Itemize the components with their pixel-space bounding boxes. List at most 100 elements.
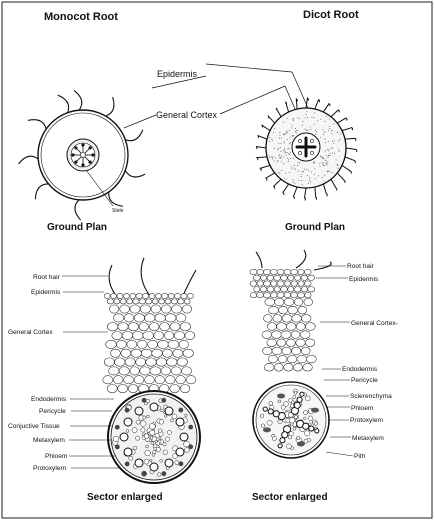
stipple-dot (284, 151, 286, 153)
conjunctive-cell (167, 430, 172, 435)
stipple-dot (277, 161, 279, 163)
root-hair (255, 251, 263, 269)
stipple-dot (337, 165, 339, 166)
stipple-dot (288, 148, 290, 150)
cortex-cell (127, 322, 139, 332)
root-hair (259, 164, 271, 172)
phloem-patch (188, 424, 194, 430)
stipple-dot (338, 140, 340, 142)
root-hair (105, 96, 115, 117)
cortex-cell (305, 338, 316, 347)
root-hair (284, 101, 290, 113)
stipple-dot (332, 147, 334, 149)
conjunctive-cell (159, 459, 163, 463)
pith-cell (303, 410, 308, 416)
epidermis-cell (148, 293, 156, 299)
stipple-dot (322, 163, 324, 165)
stipple-dot (313, 123, 315, 125)
cortex-cell (144, 375, 155, 385)
stipple-dot (286, 178, 288, 180)
stipple-dot (338, 149, 340, 151)
root-hair (305, 97, 309, 109)
conjunctive-cell (128, 455, 134, 461)
stipple-dot (307, 117, 309, 119)
cortex-cell (263, 363, 275, 372)
stipple-dot (323, 158, 325, 160)
stipple-dot (321, 161, 323, 163)
dicot-title: Dicot Root (303, 9, 359, 21)
metaxylem-vessel (123, 447, 133, 457)
stipple-dot (292, 117, 294, 119)
stipple-dot (304, 128, 306, 130)
xylem-vessel (277, 443, 283, 449)
xylem-vessel (314, 428, 320, 434)
stipple-dot (315, 178, 317, 179)
cortex-cell (120, 348, 132, 358)
phloem-patch (114, 444, 120, 450)
pith-cell (292, 427, 297, 431)
root-hair (330, 179, 338, 191)
conjunctive-cell (170, 418, 174, 423)
conjunctive-cell (143, 458, 150, 465)
root-hair (282, 183, 290, 196)
root-hair (337, 117, 348, 124)
conjunctive-cell (154, 433, 160, 439)
pith-cell (288, 417, 296, 424)
stipple-dot (283, 163, 285, 165)
conjunctive-cell (131, 427, 138, 433)
epidermis-cell (297, 280, 305, 287)
stipple-dot (313, 162, 315, 164)
stipple-dot (295, 131, 296, 133)
stipple-dot (285, 133, 287, 135)
cortex-cell (139, 366, 151, 376)
cortex-cell (147, 339, 158, 349)
monocot-title: Monocot Root (44, 11, 118, 23)
cortex-cell (142, 331, 154, 340)
pith-cell (277, 399, 282, 404)
stipple-dot (327, 161, 329, 163)
root-hair (74, 199, 81, 221)
sector-enlarged-right-label: Sector enlarged (252, 492, 328, 503)
cortex-cell (124, 357, 136, 367)
stipple-dot (290, 151, 291, 153)
stipple-dot (286, 152, 288, 153)
conjunctive-cell (135, 419, 141, 425)
epidermis-cell (110, 293, 117, 299)
pith-cell (268, 401, 274, 406)
metaxylem-vessel (175, 417, 185, 427)
cortex-cell (102, 375, 114, 385)
stipple-dot (329, 152, 331, 154)
pith-center (80, 152, 86, 158)
stipple-dot (300, 173, 302, 175)
cortex-cell (287, 355, 298, 364)
stipple-dot (273, 160, 275, 162)
stipple-dot (285, 154, 287, 156)
xylem-vessel (262, 406, 268, 412)
stipple-dot (320, 118, 322, 120)
stipple-dot (280, 143, 282, 145)
stipple-dot (324, 142, 326, 143)
cortex-cell (160, 366, 171, 376)
stipple-dot (278, 142, 280, 144)
pith-cell (304, 395, 311, 402)
cortex-cell (105, 339, 117, 349)
conjunctive-cell (172, 453, 178, 459)
stipple-dot (329, 126, 331, 127)
root-hair (303, 187, 307, 201)
cortex-cell (274, 297, 285, 307)
phloem-patch (298, 151, 302, 155)
stipple-dot (272, 132, 274, 134)
stipple-dot (288, 172, 290, 174)
cortex-cell (181, 366, 192, 376)
epidermis-cell (297, 269, 305, 275)
root-hair (295, 97, 298, 110)
stipple-dot (288, 154, 290, 155)
stipple-dot (281, 155, 283, 157)
conjunctive-cell (158, 428, 163, 433)
stipple-dot (290, 158, 292, 159)
xylem-dot (74, 146, 78, 150)
cortex-cell (287, 306, 298, 315)
phloem-patch (114, 424, 120, 430)
top-epidermis-label: Epidermis (157, 69, 198, 79)
root-hair (124, 170, 146, 178)
